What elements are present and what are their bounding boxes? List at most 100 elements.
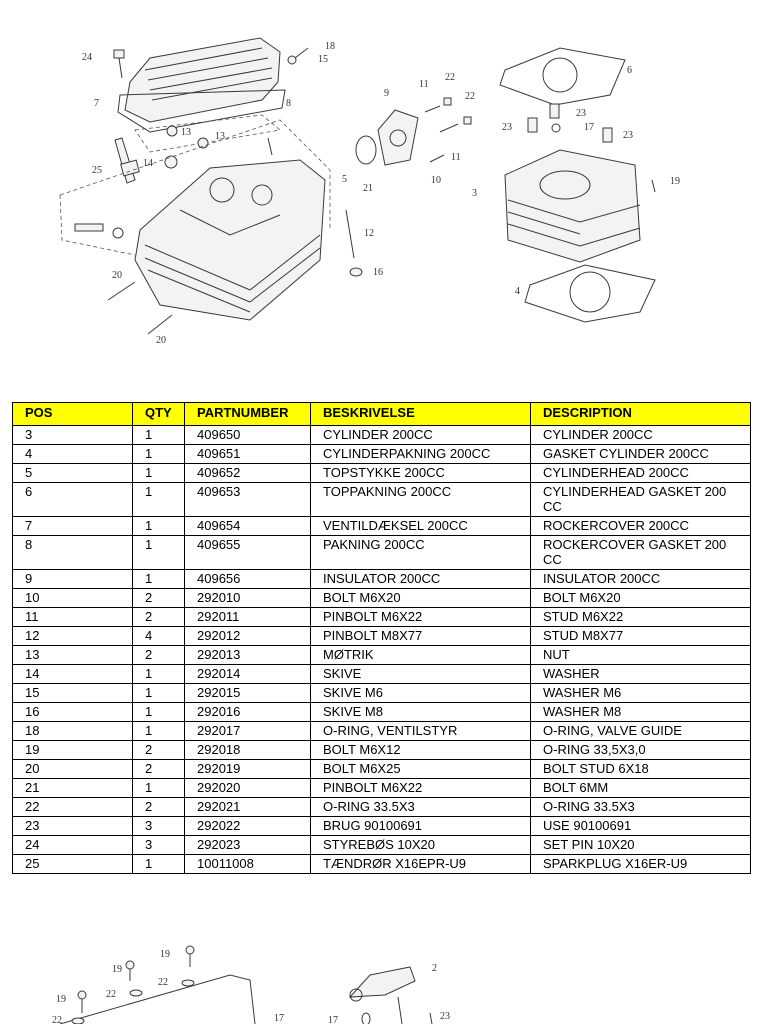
cell-pos: 24: [12, 835, 133, 855]
cell-description: CYLINDERHEAD GASKET 200 CC: [530, 482, 751, 517]
callout-label: 22: [52, 1015, 62, 1024]
callout-label: 5: [342, 174, 347, 185]
cell-beskrivelse: SKIVE M6: [310, 683, 531, 703]
header-pos: POS: [12, 402, 133, 426]
callout-label: 15: [318, 54, 328, 65]
cell-description: BOLT 6MM: [530, 778, 751, 798]
callout-label: 23: [440, 1011, 450, 1022]
callout-label: 22: [445, 72, 455, 83]
cell-pos: 15: [12, 683, 133, 703]
callout-label: 22: [106, 989, 116, 1000]
callout-label: 4: [515, 286, 520, 297]
callout-label: 11: [419, 79, 429, 90]
cell-qty: 3: [132, 816, 185, 836]
cell-partnumber: 292018: [184, 740, 311, 760]
cell-qty: 2: [132, 607, 185, 627]
callout-label: 11: [451, 152, 461, 163]
callout-label: 13: [181, 127, 191, 138]
cell-beskrivelse: O-RING 33.5X3: [310, 797, 531, 817]
callout-label: 10: [431, 175, 441, 186]
cell-description: O-RING, VALVE GUIDE: [530, 721, 751, 741]
cell-pos: 9: [12, 569, 133, 589]
cell-beskrivelse: PINBOLT M8X77: [310, 626, 531, 646]
cell-qty: 2: [132, 759, 185, 779]
cell-beskrivelse: TOPPAKNING 200CC: [310, 482, 531, 517]
callout-label: 22: [465, 91, 475, 102]
cell-beskrivelse: CYLINDERPAKNING 200CC: [310, 444, 531, 464]
cell-beskrivelse: CYLINDER 200CC: [310, 425, 531, 445]
cell-qty: 4: [132, 626, 185, 646]
cell-description: STUD M6X22: [530, 607, 751, 627]
callout-label: 19: [112, 964, 122, 975]
cell-description: ROCKERCOVER 200CC: [530, 516, 751, 536]
callout-label: 22: [158, 977, 168, 988]
cell-beskrivelse: BOLT M6X20: [310, 588, 531, 608]
callout-label: 20: [112, 270, 122, 281]
cell-beskrivelse: O-RING, VENTILSTYR: [310, 721, 531, 741]
cell-partnumber: 292016: [184, 702, 311, 722]
parts-list-table: POS QTY PARTNUMBER BESKRIVELSE DESCRIPTI…: [12, 402, 751, 874]
header-description: DESCRIPTION: [530, 402, 751, 426]
callout-label: 24: [82, 52, 92, 63]
cell-partnumber: 409655: [184, 535, 311, 570]
callout-label: 23: [576, 108, 586, 119]
cell-beskrivelse: PAKNING 200CC: [310, 535, 531, 570]
cell-beskrivelse: TÆNDRØR X16EPR-U9: [310, 854, 531, 874]
cell-partnumber: 409653: [184, 482, 311, 517]
cell-description: WASHER M6: [530, 683, 751, 703]
cell-beskrivelse: INSULATOR 200CC: [310, 569, 531, 589]
cell-beskrivelse: SKIVE: [310, 664, 531, 684]
cell-qty: 3: [132, 835, 185, 855]
cell-description: WASHER: [530, 664, 751, 684]
cell-pos: 10: [12, 588, 133, 608]
cell-pos: 16: [12, 702, 133, 722]
cell-partnumber: 292014: [184, 664, 311, 684]
cell-description: SET PIN 10X20: [530, 835, 751, 855]
cell-pos: 4: [12, 444, 133, 464]
callout-label: 17: [584, 122, 594, 133]
cell-beskrivelse: BOLT M6X12: [310, 740, 531, 760]
cell-beskrivelse: STYREBØS 10X20: [310, 835, 531, 855]
cell-pos: 13: [12, 645, 133, 665]
cell-pos: 12: [12, 626, 133, 646]
cell-qty: 2: [132, 740, 185, 760]
callout-label: 3: [472, 188, 477, 199]
cell-qty: 1: [132, 516, 185, 536]
callout-label: 16: [373, 267, 383, 278]
cell-qty: 2: [132, 588, 185, 608]
cell-partnumber: 292013: [184, 645, 311, 665]
cell-partnumber: 292012: [184, 626, 311, 646]
cell-beskrivelse: PINBOLT M6X22: [310, 607, 531, 627]
cell-qty: 1: [132, 683, 185, 703]
cell-partnumber: 292010: [184, 588, 311, 608]
insulator-drawing: [345, 97, 472, 277]
callout-label: 7: [94, 98, 99, 109]
cylinder-drawing: [499, 47, 656, 323]
cell-description: INSULATOR 200CC: [530, 569, 751, 589]
cell-description: O-RING 33.5X3: [530, 797, 751, 817]
cell-partnumber: 292019: [184, 759, 311, 779]
cell-pos: 20: [12, 759, 133, 779]
header-qty: QTY: [132, 402, 185, 426]
cell-description: NUT: [530, 645, 751, 665]
cell-pos: 14: [12, 664, 133, 684]
cell-beskrivelse: MØTRIK: [310, 645, 531, 665]
callout-label: 25: [92, 165, 102, 176]
cell-description: CYLINDER 200CC: [530, 425, 751, 445]
cell-pos: 7: [12, 516, 133, 536]
